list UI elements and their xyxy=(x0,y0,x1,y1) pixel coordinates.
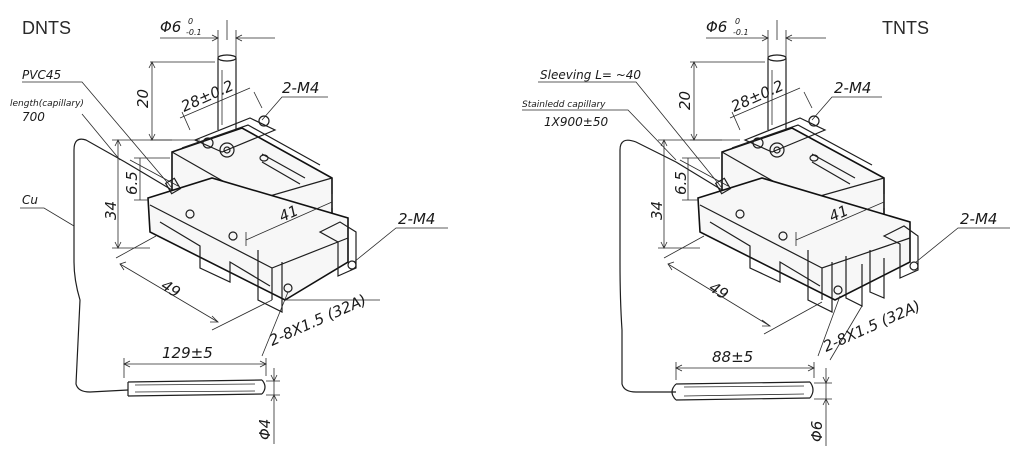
tnts-shaft-tol-lower: -0.1 xyxy=(733,28,749,37)
tnts-body-depth: 49 xyxy=(706,278,732,303)
dnts-shaft-diameter: Φ6 xyxy=(160,18,181,36)
tnts-mount-dim: 28±0.2 xyxy=(728,77,813,131)
dnts-bulb-length-dim: 129±5 xyxy=(123,344,267,378)
dnts-shaft-height: 20 xyxy=(134,89,152,108)
tnts-view: TNTS Φ6 0 -0.1 20 28±0.2 xyxy=(522,17,1010,446)
dnts-bulb xyxy=(127,379,266,397)
dnts-capillary-label: length(capillary) xyxy=(10,99,84,109)
tnts-capillary-callouts: Sleeving L= ~40 Stainledd capillary 1X90… xyxy=(522,68,723,189)
dnts-capillary xyxy=(73,138,182,393)
dnts-bulb-length: 129±5 xyxy=(162,344,213,362)
tnts-top-screw: 2-M4 xyxy=(834,79,871,97)
tnts-side-screw-callout: 2-M4 xyxy=(915,210,1010,263)
dnts-capillary-callouts: PVC45 length(capillary) 700 Cu xyxy=(10,68,173,227)
dnts-mount-spacing: 28±0.2 xyxy=(178,77,236,116)
tnts-bulb-diameter-dim: Φ6 xyxy=(808,368,832,446)
dnts-shaft xyxy=(217,20,237,130)
tnts-capillary-label: Stainledd capillary xyxy=(522,100,606,110)
dnts-capillary-material: Cu xyxy=(22,193,38,207)
tnts-base-height: 6.5 xyxy=(672,171,690,195)
dnts-capillary-length: 700 xyxy=(22,110,45,124)
dnts-sleeve: PVC45 xyxy=(22,68,61,82)
dnts-body-height: 34 xyxy=(102,201,120,220)
tnts-terminal-callout: 2-8X1.5 (32A) xyxy=(817,295,923,361)
tnts-shaft-diameter: Φ6 xyxy=(706,18,727,36)
dnts-view: DNTS Φ6 0 -0.1 20 28±0.2 xyxy=(10,17,448,444)
dnts-top-screw: 2-M4 xyxy=(282,79,319,97)
tnts-shaft xyxy=(767,20,787,130)
tnts-sleeve: Sleeving L= ~40 xyxy=(540,68,641,82)
tnts-mount-spacing: 28±0.2 xyxy=(728,77,786,116)
dnts-shaft-tol-upper: 0 xyxy=(188,17,193,26)
dnts-bulb-diameter: Φ4 xyxy=(256,419,274,440)
tnts-shaft-height: 20 xyxy=(676,91,694,110)
tnts-top-screw-callout: 2-M4 xyxy=(811,79,882,121)
tnts-body-height: 34 xyxy=(648,201,666,220)
tnts-body-height-dims: 34 6.5 xyxy=(648,139,722,249)
tnts-bulb-diameter: Φ6 xyxy=(808,421,826,442)
dnts-terminal-callout: 2-8X1.5 (32A) xyxy=(261,291,380,357)
dnts-side-screw-callout: 2-M4 xyxy=(353,210,448,263)
dnts-title: DNTS xyxy=(22,18,71,38)
dnts-base-height: 6.5 xyxy=(123,171,141,195)
dnts-bulb-diameter-dim: Φ4 xyxy=(256,368,280,444)
dnts-side-screw: 2-M4 xyxy=(398,210,435,228)
tnts-side-screw: 2-M4 xyxy=(960,210,997,228)
dnts-body-depth: 49 xyxy=(158,276,184,301)
tnts-base xyxy=(697,177,919,313)
dnts-top-screw-callout: 2-M4 xyxy=(261,79,328,121)
tnts-bulb-length: 88±5 xyxy=(712,348,753,366)
tnts-shaft-dim: Φ6 0 -0.1 xyxy=(706,17,826,62)
tnts-bulb-length-dim: 88±5 xyxy=(675,348,815,380)
tnts-title: TNTS xyxy=(882,18,929,38)
tnts-bulb xyxy=(671,381,814,401)
dnts-body-height-dims: 34 6.5 xyxy=(102,139,172,249)
tnts-terminals: 2-8X1.5 (32A) xyxy=(820,297,923,356)
dnts-mount-dim: 28±0.2 xyxy=(178,77,263,131)
tnts-capillary-length: 1X900±50 xyxy=(544,115,608,129)
tnts-shaft-tol-upper: 0 xyxy=(735,17,740,26)
dnts-shaft-dim: Φ6 0 -0.1 xyxy=(160,17,275,62)
dnts-shaft-tol-lower: -0.1 xyxy=(186,28,202,37)
